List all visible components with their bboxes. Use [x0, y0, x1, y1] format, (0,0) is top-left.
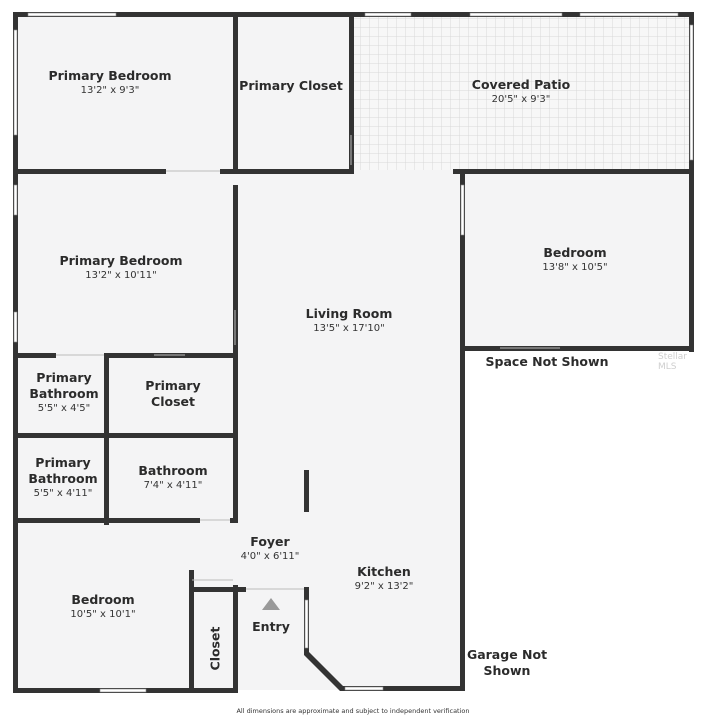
- entry-label: Entry: [252, 619, 290, 634]
- room-dims: 10'5" x 10'1": [70, 609, 136, 620]
- room-name-line1: Primary: [35, 455, 91, 470]
- room-primary-closet-1: Primary Closet: [239, 78, 343, 94]
- garage-label-line1: Garage Not: [466, 647, 548, 662]
- room-dims: 13'2" x 10'11": [85, 270, 157, 281]
- room-primary-bedroom-2: Primary Bedroom 13'2" x 10'11": [59, 253, 182, 282]
- room-primary-bathroom-2: Primary Bathroom 5'5" x 4'11": [28, 455, 97, 500]
- room-name-line2: Closet: [151, 394, 195, 409]
- room-dims: 13'8" x 10'5": [542, 262, 608, 273]
- room-covered-patio: Covered Patio 20'5" x 9'3": [472, 77, 570, 106]
- room-bedroom-west: Bedroom 10'5" x 10'1": [70, 592, 135, 621]
- room-bathroom: Bathroom 7'4" x 4'11": [138, 463, 207, 492]
- footer-disclaimer: All dimensions are approximate and subje…: [236, 707, 470, 715]
- room-name: Kitchen: [357, 564, 411, 579]
- room-primary-bathroom-1: Primary Bathroom 5'5" x 4'5": [29, 370, 98, 415]
- room-primary-bedroom-1: Primary Bedroom 13'2" x 9'3": [48, 68, 171, 97]
- room-primary-closet-2: Primary Closet: [145, 378, 200, 410]
- room-name: Covered Patio: [471, 77, 571, 92]
- floor-bedroom-east: [462, 172, 690, 348]
- room-dims: 13'5" x 17'10": [313, 323, 385, 334]
- floor-primary-bedroom-2: [17, 170, 236, 355]
- floor-foyer: [192, 520, 307, 590]
- floor-primary-closet-1: [236, 16, 352, 170]
- room-name-line1: Primary: [145, 378, 201, 393]
- room-name: Primary Closet: [239, 78, 343, 93]
- floor-primary-bedroom-1: [17, 16, 236, 170]
- room-name-line2: Bathroom: [28, 471, 98, 486]
- room-dims: 13'2" x 9'3": [80, 85, 140, 96]
- entry-arrow-icon: [262, 598, 280, 610]
- room-dims: 4'0" x 6'11": [240, 551, 300, 562]
- space-not-shown-label: Space Not Shown: [485, 354, 609, 369]
- door-openings: [56, 135, 560, 590]
- room-name: Primary Bedroom: [48, 68, 172, 83]
- room-name: Living Room: [305, 306, 393, 321]
- garage-label-line2: Shown: [483, 663, 531, 678]
- room-closet: Closet: [207, 626, 223, 671]
- room-name-line1: Primary: [36, 370, 92, 385]
- room-kitchen: Kitchen 9'2" x 13'2": [355, 564, 414, 593]
- floor-covered-patio: [352, 16, 690, 170]
- room-name-line2: Bathroom: [29, 386, 99, 401]
- room-bedroom-east: Bedroom 13'8" x 10'5": [542, 245, 607, 274]
- room-dims: 5'5" x 4'11": [33, 488, 93, 499]
- room-living-room: Living Room 13'5" x 17'10": [306, 306, 393, 335]
- garage-not-shown-label: Garage Not Shown: [467, 647, 547, 679]
- room-name: Bedroom: [71, 592, 135, 607]
- room-name: Primary Bedroom: [59, 253, 183, 268]
- watermark: Stellar MLS: [658, 352, 687, 372]
- room-dims: 20'5" x 9'3": [491, 94, 551, 105]
- room-dims: 7'4" x 4'11": [143, 480, 203, 491]
- windows: [13, 12, 694, 693]
- room-name: Bedroom: [543, 245, 607, 260]
- room-dims: 5'5" x 4'5": [37, 403, 91, 414]
- room-name: Bathroom: [138, 463, 208, 478]
- room-dims: 9'2" x 13'2": [354, 581, 414, 592]
- room-name: Foyer: [250, 534, 290, 549]
- room-foyer: Foyer 4'0" x 6'11": [241, 534, 300, 563]
- floor-living-kitchen: [236, 170, 462, 690]
